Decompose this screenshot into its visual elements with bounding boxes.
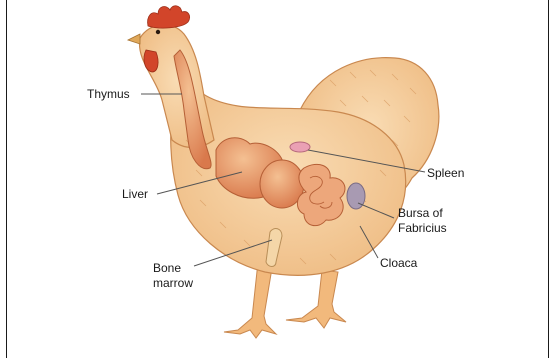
spleen-label: Spleen — [427, 166, 464, 181]
wattle — [144, 50, 158, 72]
eye — [156, 30, 160, 34]
spleen-organ — [290, 142, 310, 152]
cloaca-label: Cloaca — [380, 256, 417, 271]
bursa-label: Bursa of Fabricius — [398, 206, 447, 236]
thymus-label: Thymus — [87, 87, 130, 102]
bursa-label-line2: Fabricius — [398, 221, 447, 236]
liver-label: Liver — [122, 187, 148, 202]
bone-marrow-label-line1: Bone — [153, 261, 193, 276]
neck — [139, 25, 214, 148]
beak — [128, 34, 140, 44]
comb — [148, 6, 190, 28]
bone-marrow-label-line2: marrow — [153, 276, 193, 291]
bursa-label-line1: Bursa of — [398, 206, 447, 221]
bone-marrow-label: Bone marrow — [153, 261, 193, 291]
